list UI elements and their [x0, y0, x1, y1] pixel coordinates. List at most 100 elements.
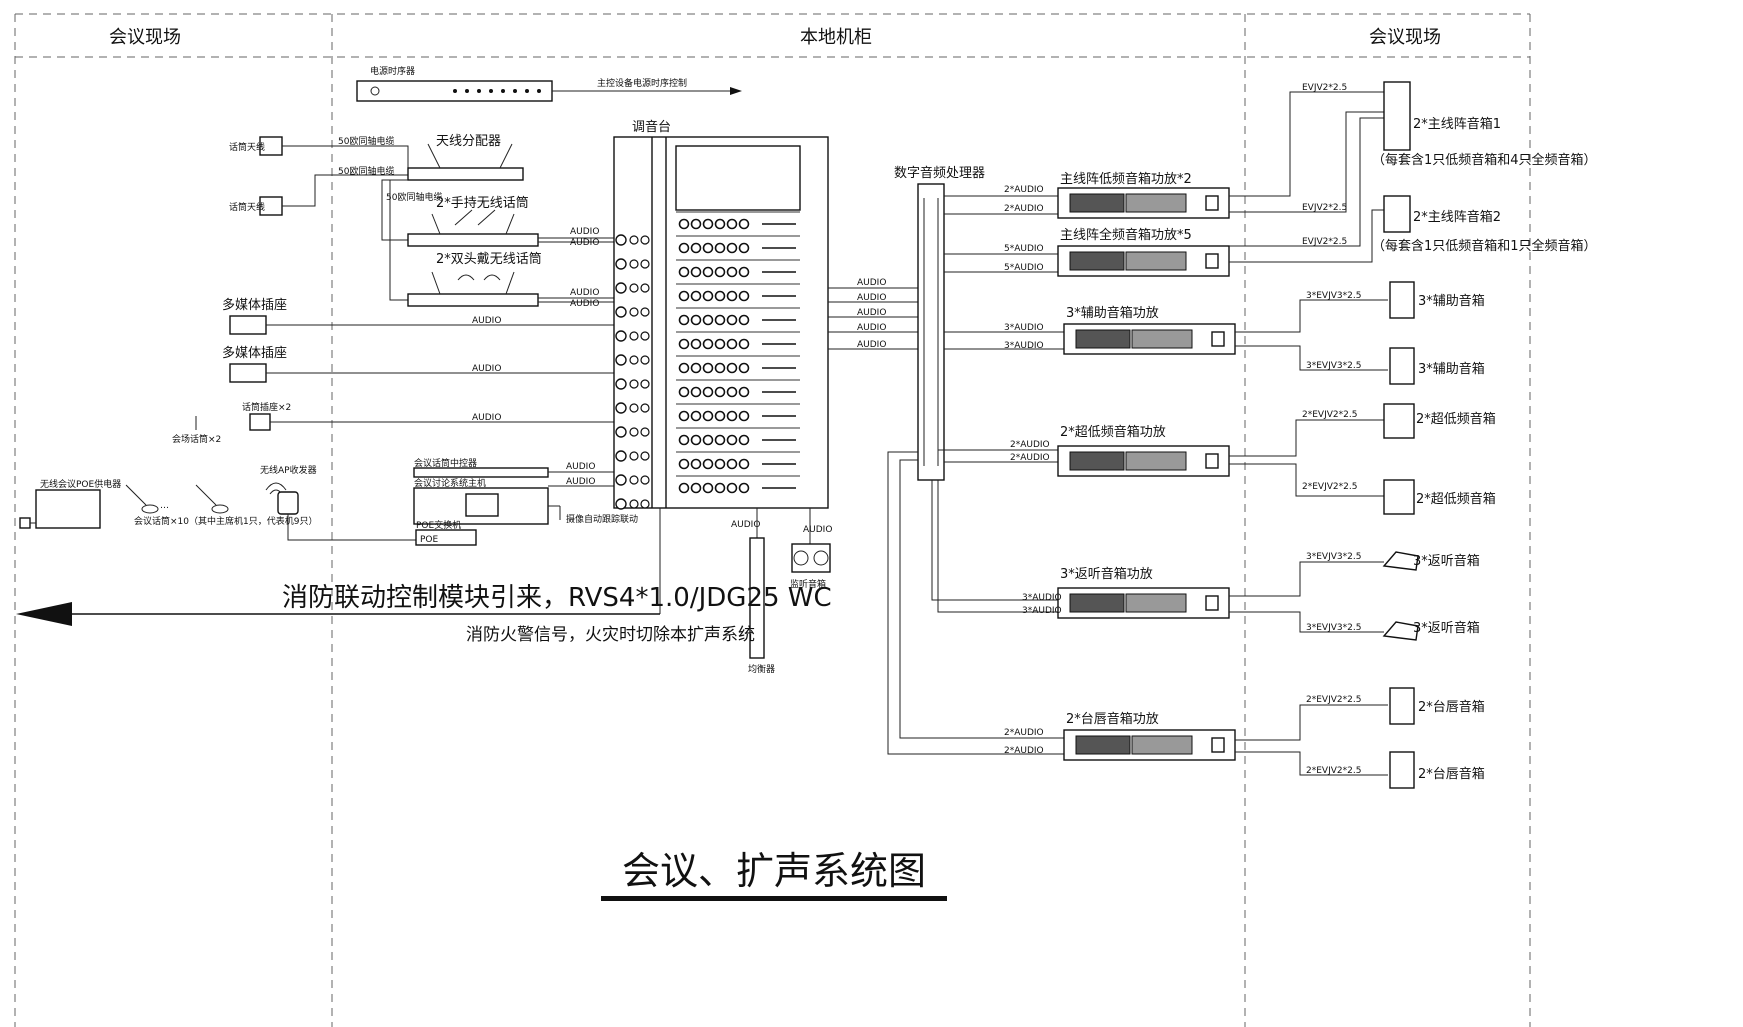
dsp-amp-links — [887, 195, 1064, 755]
mixer-input-jack — [615, 450, 627, 462]
mixer-knob — [726, 290, 738, 302]
cable-array1: EVJV2*2.5 — [1302, 83, 1347, 93]
conf-audio-a: AUDIO — [566, 462, 595, 472]
poe-supply-label: 无线会议POE供电器 — [40, 478, 121, 490]
mixer-knob — [690, 314, 702, 326]
speaker-array2-note: （每套含1只低频音箱和1只全频音箱） — [1372, 238, 1597, 254]
mixer-knob — [714, 482, 726, 494]
mixer-knob — [690, 386, 702, 398]
mixer-knob — [678, 290, 690, 302]
conf-units-label: 会议话筒×10（其中主席机1只，代表机9只） — [134, 515, 317, 527]
amplifier-group: 主线阵低频音箱功放*22*AUDIO2*AUDIO主线阵全频音箱功放*55*AU… — [1004, 171, 1236, 761]
amplifier-label: 2*超低频音箱功放 — [1060, 424, 1166, 440]
mixer-knob — [702, 458, 714, 470]
mixer-input-jack — [629, 283, 639, 293]
cable-ret2: 3*EVJV3*2.5 — [1306, 623, 1361, 633]
fire-main-label: 消防联动控制模块引来，RVS4*1.0/JDG25 WC — [282, 583, 832, 613]
mixer-knob — [690, 362, 702, 374]
mixer-input-jack — [640, 259, 650, 269]
mixer-knob — [702, 242, 714, 254]
ap-label: 无线AP收发器 — [260, 464, 317, 476]
headset-mic-label: 2*双头戴无线话筒 — [436, 251, 542, 267]
mixer-input-jack — [640, 403, 650, 413]
mixer-knob — [690, 410, 702, 422]
mixer-knob — [714, 218, 726, 230]
rx2-audio-a: AUDIO — [570, 288, 599, 298]
mixer-input-jack — [640, 427, 650, 437]
mixer-knob — [738, 458, 750, 470]
mixer-input-jack — [615, 474, 627, 486]
mixer-dsp-links — [828, 287, 920, 350]
multimedia-socket-1-label: 多媒体插座 — [222, 297, 287, 313]
cable-lip1: 2*EVJV2*2.5 — [1306, 695, 1361, 705]
mixer-knob — [738, 218, 750, 230]
link-audio-2: AUDIO — [857, 293, 886, 303]
mixer-knob — [690, 434, 702, 446]
zone-frame — [14, 13, 1531, 1027]
cable-array2b: EVJV2*2.5 — [1302, 237, 1347, 247]
multimedia-socket-2-label: 多媒体插座 — [222, 345, 287, 361]
cable-ret1: 3*EVJV3*2.5 — [1306, 552, 1361, 562]
mixer-knob — [702, 362, 714, 374]
cable-array2a: EVJV2*2.5 — [1302, 203, 1347, 213]
tracking-label: 摄像自动跟踪联动 — [566, 513, 638, 525]
power-sequencer — [356, 80, 742, 102]
mixer-input-jack — [629, 235, 639, 245]
mixer-knob — [702, 434, 714, 446]
mixer-knob — [678, 266, 690, 278]
mixer-knob — [726, 410, 738, 422]
mixer-knob — [714, 242, 726, 254]
mixer-knob — [678, 386, 690, 398]
title-underline — [601, 896, 947, 901]
mixer-knob — [702, 482, 714, 494]
antenna-top-label: 话筒天线 — [229, 141, 265, 153]
amplifier-input-2: 2*AUDIO — [1010, 453, 1050, 463]
mic-socket-audio: AUDIO — [472, 413, 501, 423]
monitor-audio-a: AUDIO — [731, 520, 760, 530]
mixer-console — [613, 136, 829, 510]
mixer-knob — [702, 410, 714, 422]
mixer-input-jack — [629, 427, 639, 437]
mixer-knob — [738, 410, 750, 422]
monitor-speaker-label: 监听音箱 — [790, 578, 826, 590]
speaker-array1-label: 2*主线阵音箱1 — [1413, 116, 1501, 132]
mixer-input-jack — [615, 354, 627, 366]
mixer-knob — [738, 290, 750, 302]
mixer-input-jack — [615, 426, 627, 438]
link-audio-4: AUDIO — [857, 323, 886, 333]
mixer-knob — [678, 338, 690, 350]
conf-audio-b: AUDIO — [566, 477, 595, 487]
speaker-array2-label: 2*主线阵音箱2 — [1413, 209, 1501, 225]
mixer-knob — [714, 362, 726, 374]
mixer-input-jack — [629, 379, 639, 389]
mixer-knob — [702, 266, 714, 278]
equalizer-label: 均衡器 — [748, 663, 775, 675]
mixer-input-jack — [629, 307, 639, 317]
mixer-knob — [714, 434, 726, 446]
mixer-knob — [714, 386, 726, 398]
mixer-knob — [690, 242, 702, 254]
mixer-knob — [726, 242, 738, 254]
rx2-audio-b: AUDIO — [570, 299, 599, 309]
rx1-audio-b: AUDIO — [570, 238, 599, 248]
mixer-knob — [738, 242, 750, 254]
zone-right-label: 会议现场 — [1369, 27, 1441, 48]
handheld-mic-label: 2*手持无线话筒 — [436, 195, 529, 211]
venue-mic-label: 会场话筒×2 — [172, 433, 221, 445]
amplifier-input-2: 3*AUDIO — [1022, 606, 1062, 616]
coax-cable-label-3: 50欧同轴电缆 — [386, 191, 442, 203]
socket1-audio: AUDIO — [472, 316, 501, 326]
mixer-knob — [690, 266, 702, 278]
mixer-knob — [690, 290, 702, 302]
mixer-knob — [690, 482, 702, 494]
mixer-knob — [678, 314, 690, 326]
mixer-input-jack — [615, 402, 627, 414]
zone-left-label: 会议现场 — [109, 27, 181, 48]
mixer-knob — [690, 338, 702, 350]
mixer-knob — [678, 482, 690, 494]
